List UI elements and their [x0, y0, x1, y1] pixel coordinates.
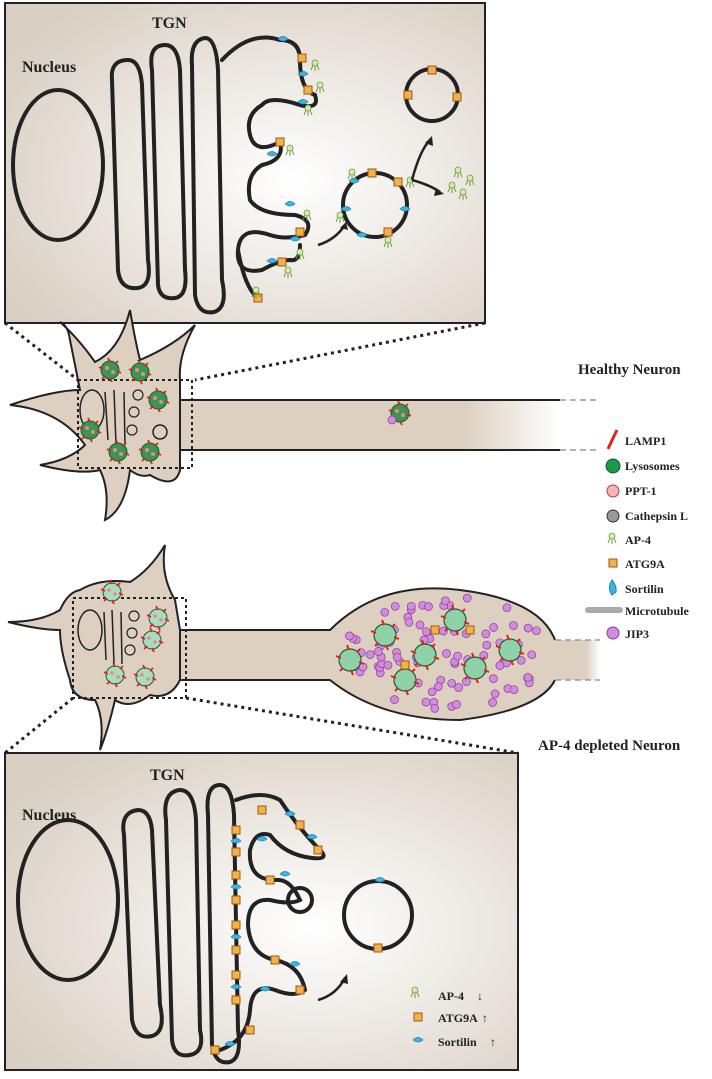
bottom-legend-sortilin-arrow: ↑ [490, 1035, 496, 1049]
bottom-legend-ap4: AP-4 [438, 989, 464, 1003]
jip3-dot [488, 698, 497, 707]
jip3-dot [421, 627, 431, 637]
depleted-neuron [7, 544, 610, 751]
bottom-legend: AP-4 ↓ ATG9A ↑ Sortilin ↑ [410, 986, 496, 1049]
lamp1-icon [606, 429, 619, 450]
sortilin-icon [609, 579, 617, 596]
bottom-legend-ap4-arrow: ↓ [477, 989, 483, 1003]
bottom-tgn-label: TGN [150, 767, 185, 784]
cathepsin-icon [606, 509, 620, 523]
legend-microtubule: Microtubule [625, 604, 689, 618]
jip3-dot [509, 621, 518, 630]
legend-cathepsin: Cathepsin L [625, 509, 688, 523]
jip3-dot [482, 640, 492, 650]
jip3-dot [380, 607, 390, 617]
jip3-dot [424, 602, 433, 611]
legend-atg9a: ATG9A [625, 557, 665, 571]
top-panel: Nucleus TGN [4, 2, 486, 324]
jip3-dot [481, 629, 491, 639]
jip3-dot [404, 617, 414, 627]
top-golgi [109, 35, 226, 315]
healthy-title: Healthy Neuron [578, 362, 681, 378]
legend-ap4: AP-4 [625, 533, 651, 547]
jip3-dot [490, 689, 500, 699]
jip3-dot [421, 697, 431, 707]
legend-ppt1: PPT-1 [625, 484, 657, 498]
jip3-dot [392, 652, 402, 662]
jip3-dot [495, 661, 505, 670]
jip3-dot [452, 700, 461, 709]
jip3-dot [489, 674, 498, 683]
jip3-dot [453, 651, 462, 661]
jip3-dot [440, 596, 450, 606]
jip3-dot [383, 660, 393, 670]
legend: LAMP1 Lysosomes PPT-1 Cathepsin L AP-4 A… [585, 429, 689, 641]
jip3-dot [447, 678, 457, 688]
jip3-dot [374, 647, 383, 656]
legend-lamp1: LAMP1 [625, 434, 666, 448]
bottom-legend-sortilin: Sortilin [438, 1035, 477, 1049]
legend-jip3: JIP3 [625, 627, 649, 641]
ap4-icon [607, 532, 617, 545]
jip3-dot [509, 685, 519, 695]
bottom-panel: Nucleus TGN [4, 752, 519, 1071]
jip3-dot [462, 593, 472, 603]
jip3-dot [406, 601, 416, 611]
lysosome-icon [605, 458, 621, 474]
depleted-title: AP-4 depleted Neuron [538, 738, 681, 754]
legend-sortilin: Sortilin [625, 582, 664, 596]
jip3-dot [365, 650, 375, 659]
top-nucleus-label: Nucleus [22, 59, 76, 76]
healthy-neuron [9, 309, 620, 522]
bottom-legend-atg9a-arrow: ↑ [482, 1011, 488, 1025]
jip3-dot [433, 682, 443, 691]
bottom-nucleus-label: Nucleus [22, 807, 76, 824]
jip3-dot [532, 626, 541, 636]
legend-lysosomes: Lysosomes [625, 459, 680, 473]
jip3-dot [390, 601, 400, 611]
jip3-dot [527, 650, 537, 660]
jip3-dot [502, 603, 512, 613]
bottom-legend-atg9a: ATG9A [438, 1011, 478, 1025]
top-nucleus [11, 88, 105, 242]
jip3-dot [442, 649, 451, 658]
jip3-dot [454, 683, 463, 692]
jip3-dot [523, 623, 533, 633]
jip3-dot [523, 673, 533, 682]
ppt1-icon [606, 484, 620, 498]
atg9a-icon [608, 558, 618, 568]
jip3-dot [415, 620, 425, 630]
jip3-dot [430, 704, 440, 713]
bottom-tgn-membrane [218, 793, 326, 1052]
jip3-dot [345, 631, 354, 641]
bottom-nucleus [16, 818, 120, 982]
jip3-dot [489, 623, 498, 632]
jip3-dot [390, 695, 399, 704]
jip3-dot [427, 687, 437, 697]
jip3-icon [606, 626, 620, 640]
top-tgn-label: TGN [152, 15, 187, 32]
jip3-dot [516, 655, 526, 665]
